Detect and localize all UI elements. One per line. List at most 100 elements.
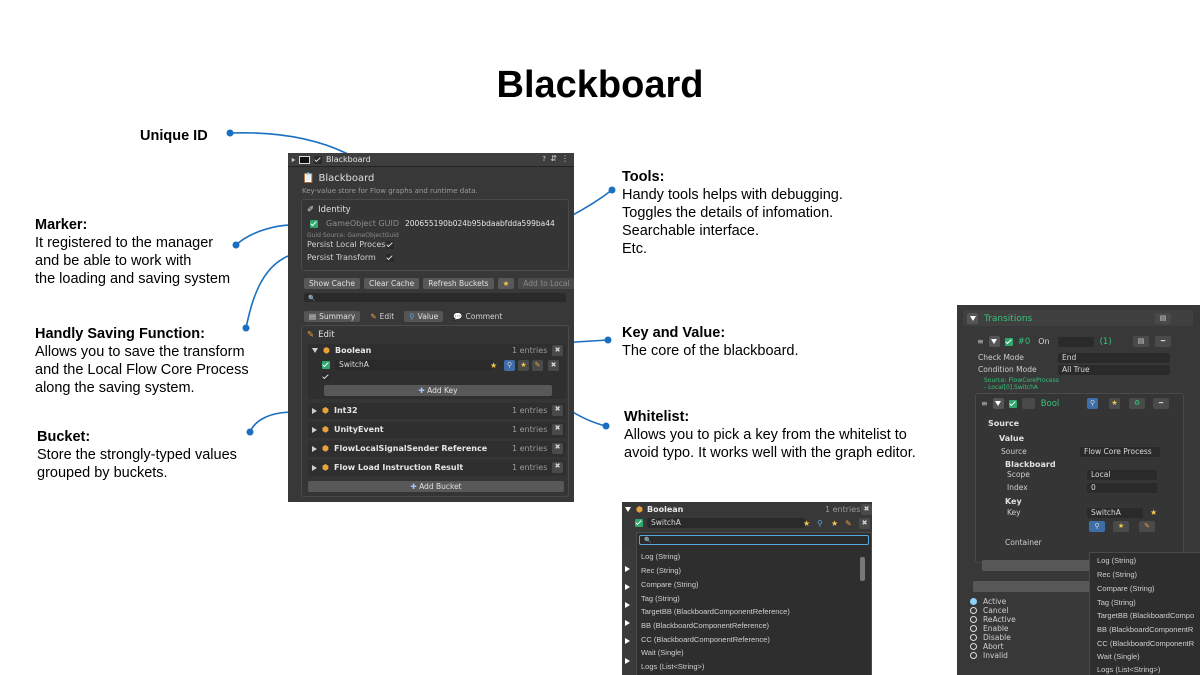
pencil-icon[interactable]: ✎ <box>532 359 543 371</box>
radio-icon[interactable] <box>970 607 977 614</box>
search-icon[interactable]: ⚲ <box>1089 521 1105 532</box>
whitelist-item[interactable]: TargetBB (BlackboardComponentReference) <box>641 607 790 616</box>
star-icon[interactable]: ★ <box>1109 398 1120 409</box>
star-icon[interactable]: ★ <box>803 518 811 528</box>
clipboard-icon[interactable]: ▤ <box>1155 313 1171 324</box>
close-icon[interactable]: ✖ <box>552 443 563 454</box>
foldout-button[interactable] <box>992 398 1004 409</box>
minus-icon[interactable]: ━ <box>1153 398 1169 409</box>
drag-handle-icon[interactable]: ≡ <box>977 337 984 346</box>
close-icon[interactable]: ✖ <box>552 345 563 356</box>
chevron-right-icon[interactable] <box>625 658 630 664</box>
guid-value[interactable]: 200655190b024b95bdaabfdda599ba44 <box>405 219 555 228</box>
whitelist-item[interactable]: Log (String) <box>641 552 681 561</box>
bucket-row[interactable]: ⬢ Boolean 1 entries ✖ <box>312 345 564 356</box>
close-icon[interactable]: ✖ <box>552 424 563 435</box>
popup-item[interactable]: Log (String) <box>1097 556 1137 565</box>
radio-icon[interactable] <box>970 616 977 623</box>
scrollbar-thumb[interactable] <box>860 557 865 581</box>
key-name-input[interactable]: SwitchA <box>335 360 493 370</box>
scope-dropdown[interactable]: Local <box>1087 469 1157 480</box>
popup-item[interactable]: Logs (List<String>) <box>1097 665 1161 674</box>
more-options-icon[interactable]: ⋮ <box>561 154 569 163</box>
chevron-right-icon[interactable] <box>625 620 630 626</box>
whitelist-item[interactable]: Logs (List<String>) <box>641 662 705 671</box>
bucket-row[interactable]: ⬢FlowLocalSignalSender Reference 1 entri… <box>308 441 566 457</box>
key-input[interactable]: SwitchA <box>1087 507 1143 518</box>
bucket-row[interactable]: ⬢UnityEvent 1 entries ✖ <box>308 422 566 438</box>
popup-item[interactable]: Wait (Single) <box>1097 652 1140 661</box>
foldout-button[interactable] <box>988 336 1000 347</box>
close-icon[interactable]: ✖ <box>552 462 563 473</box>
radio-icon[interactable] <box>970 634 977 641</box>
popup-item[interactable]: Rec (String) <box>1097 570 1138 579</box>
radio-option[interactable]: Abort <box>970 642 1004 651</box>
add-key-button[interactable]: ✚ Add Key <box>324 385 552 396</box>
whitelist-item[interactable]: Rec (String) <box>641 566 682 575</box>
persist-transform-checkbox[interactable] <box>386 253 394 262</box>
close-icon[interactable]: ✖ <box>861 504 872 515</box>
key-name-input[interactable]: SwitchA <box>647 518 805 528</box>
help-icon[interactable]: ? <box>542 155 546 163</box>
star-icon[interactable]: ★ <box>1113 521 1129 532</box>
close-icon[interactable]: ✖ <box>548 359 559 371</box>
chevron-right-icon[interactable] <box>312 426 317 433</box>
foldout-button[interactable] <box>967 313 978 324</box>
marker-checkbox[interactable] <box>310 219 318 228</box>
chevron-right-icon[interactable] <box>312 464 317 471</box>
persist-local-checkbox[interactable] <box>386 240 394 249</box>
bucket-row[interactable]: ⬢ Boolean 1 entries ✖ <box>625 504 872 515</box>
chevron-right-icon[interactable] <box>312 445 317 452</box>
radio-option[interactable]: Enable <box>970 624 1009 633</box>
bucket-row[interactable]: ⬢Flow Load Instruction Result 1 entries … <box>308 460 566 476</box>
radio-icon[interactable] <box>970 652 977 659</box>
show-cache-button[interactable]: Show Cache <box>304 278 360 289</box>
popup-item[interactable]: BB (BlackboardComponentR <box>1097 625 1194 634</box>
search-icon[interactable]: ⚲ <box>504 359 515 371</box>
index-input[interactable]: 0 <box>1087 482 1157 493</box>
minus-icon[interactable]: ━ <box>1155 336 1171 347</box>
chevron-down-icon[interactable] <box>312 348 318 353</box>
whitelist-star-icon[interactable]: ★ <box>518 359 529 371</box>
whitelist-item[interactable]: Compare (String) <box>641 580 699 589</box>
chevron-right-icon[interactable] <box>625 566 630 572</box>
recycle-icon[interactable]: ♻ <box>1129 398 1145 409</box>
radio-option[interactable]: Invalid <box>970 651 1008 660</box>
chevron-right-icon[interactable] <box>625 638 630 644</box>
add-bucket-button[interactable]: ✚ Add Bucket <box>308 481 564 492</box>
tab-summary[interactable]: ▤Summary <box>304 311 361 322</box>
tab-comment[interactable]: 💬Comment <box>453 312 502 321</box>
refresh-buckets-button[interactable]: Refresh Buckets <box>423 278 494 289</box>
chevron-right-icon[interactable] <box>625 584 630 590</box>
close-icon[interactable]: ✖ <box>859 517 870 529</box>
whitelist-star-icon[interactable]: ★ <box>831 518 839 528</box>
star-icon[interactable]: ★ <box>1150 508 1158 517</box>
foldout-arrow-icon[interactable] <box>291 157 296 162</box>
tab-edit[interactable]: ✎Edit <box>370 312 394 321</box>
check-mode-dropdown[interactable]: End <box>1058 352 1170 363</box>
whitelist-item[interactable]: BB (BlackboardComponentReference) <box>641 621 769 630</box>
chevron-right-icon[interactable] <box>625 602 630 608</box>
radio-option[interactable]: Active <box>970 597 1006 606</box>
preset-icon[interactable]: ⇵ <box>550 154 557 163</box>
search-icon[interactable]: ⚲ <box>1087 398 1098 409</box>
radio-option[interactable]: Disable <box>970 633 1011 642</box>
whitelist-item[interactable]: Tag (String) <box>641 594 680 603</box>
key-enabled-checkbox[interactable] <box>635 519 643 527</box>
radio-option[interactable]: Cancel <box>970 606 1008 615</box>
tab-value[interactable]: ⚲Value <box>404 311 444 322</box>
bucket-row[interactable]: ⬢Int32 1 entries ✖ <box>308 403 566 419</box>
star-icon[interactable]: ★ <box>497 278 515 289</box>
condition-enabled-checkbox[interactable] <box>1008 399 1017 408</box>
pencil-icon[interactable]: ✎ <box>1139 521 1155 532</box>
radio-selected-icon[interactable] <box>970 598 977 605</box>
popup-item[interactable]: Compare (String) <box>1097 584 1155 593</box>
radio-icon[interactable] <box>970 643 977 650</box>
chevron-down-icon[interactable] <box>625 507 631 512</box>
pencil-icon[interactable]: ✎ <box>845 518 852 528</box>
whitelist-item[interactable]: Wait (Single) <box>641 648 684 657</box>
condition-mode-dropdown[interactable]: All True <box>1058 364 1170 375</box>
chevron-right-icon[interactable] <box>312 407 317 414</box>
clear-cache-button[interactable]: Clear Cache <box>363 278 420 289</box>
radio-option[interactable]: ReActive <box>970 615 1016 624</box>
